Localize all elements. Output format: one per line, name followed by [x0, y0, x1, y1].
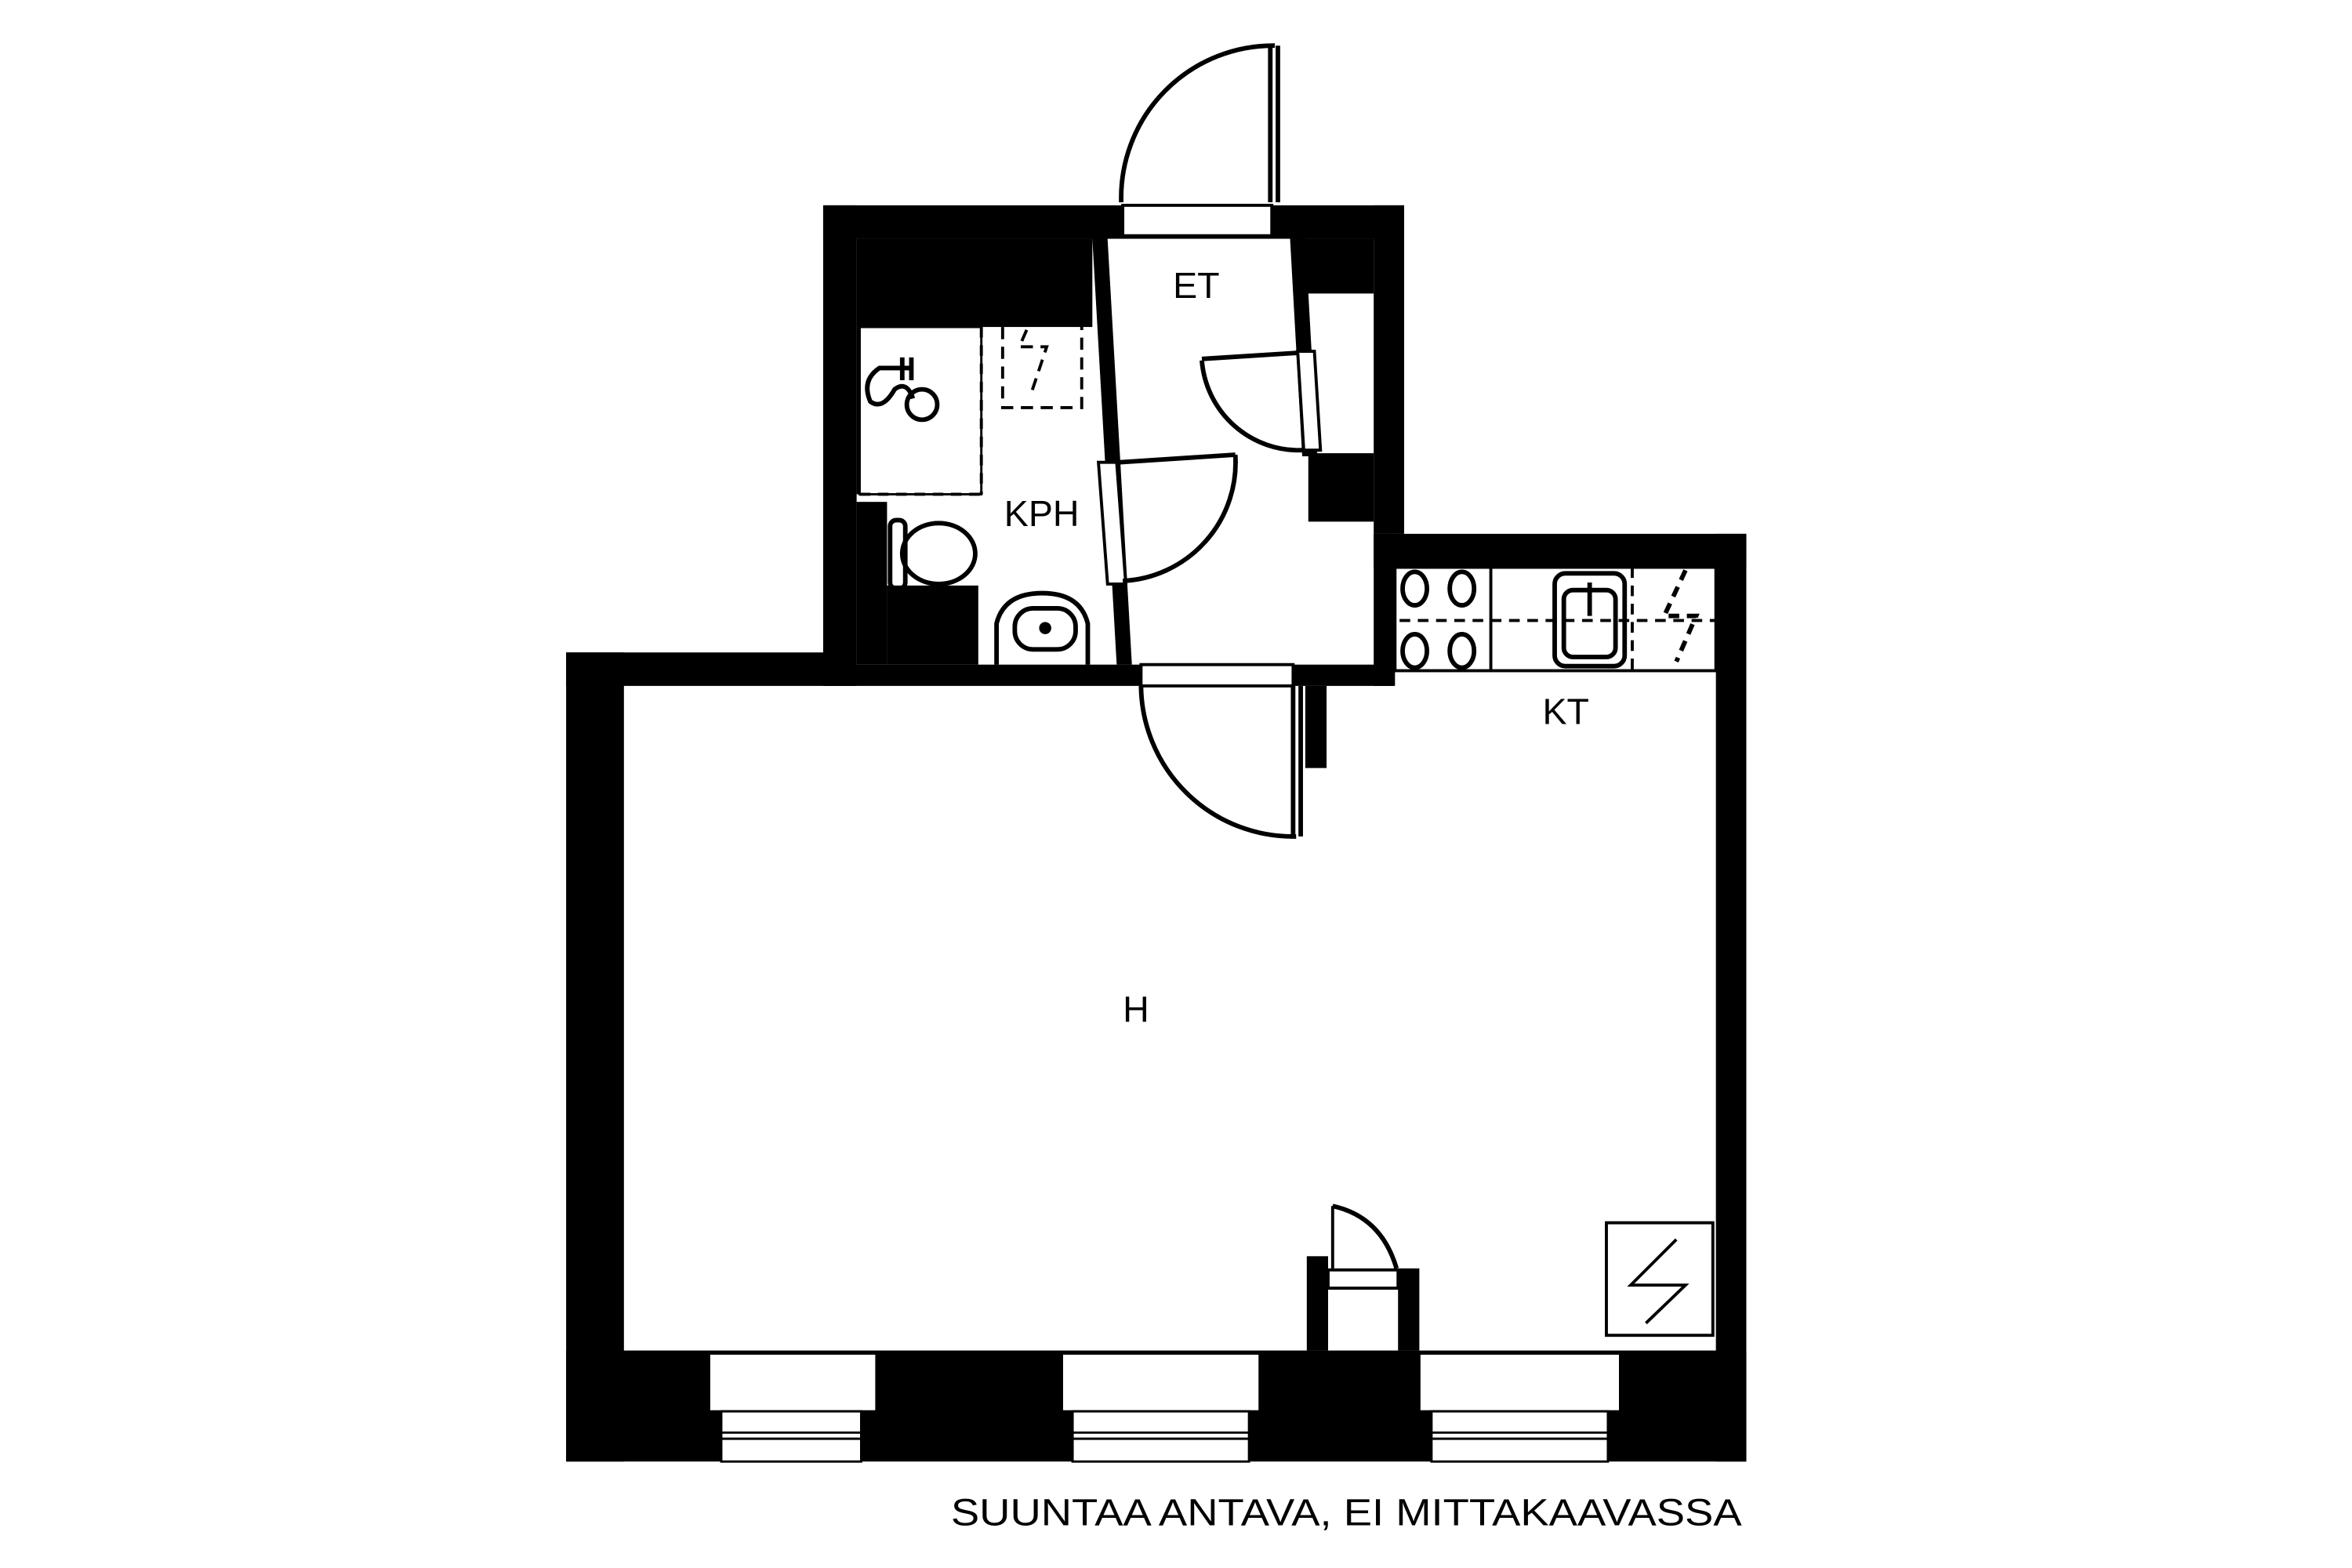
scale-disclaimer: SUUNTAA ANTAVA, EI MITTAKAAVASSA	[951, 1492, 1742, 1534]
electric-panel-icon	[1605, 1221, 1715, 1338]
bathroom-fixtures	[858, 296, 1091, 665]
kitchenette-fixtures	[1393, 565, 1718, 673]
room-label-et: ET	[1173, 265, 1219, 306]
shower-icon	[865, 357, 940, 423]
appliance-icon	[1000, 296, 1083, 409]
room-label-kt: KT	[1543, 691, 1589, 731]
toilet-icon	[887, 517, 978, 591]
windows	[708, 1352, 1621, 1463]
walls	[566, 205, 1747, 1462]
sink-icon	[1552, 571, 1628, 669]
doors	[1096, 43, 1400, 1290]
room-label-h: H	[1123, 989, 1149, 1030]
stove-icon	[1400, 569, 1477, 670]
washbasin-icon	[994, 590, 1091, 665]
room-label-kph: KPH	[1004, 493, 1080, 534]
